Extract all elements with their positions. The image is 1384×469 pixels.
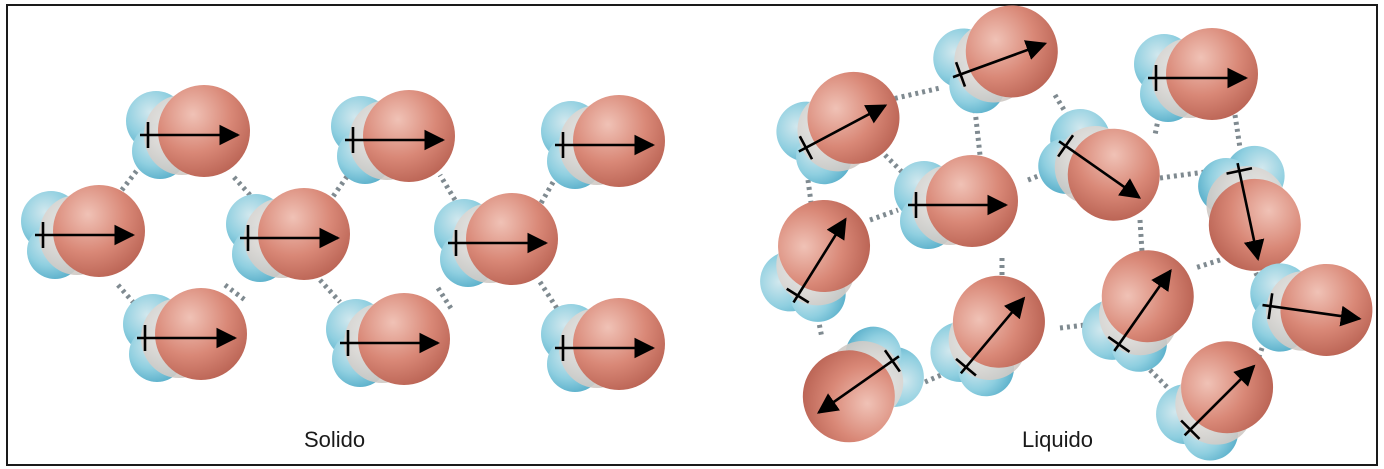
water-molecule-liquid-10 bbox=[1250, 263, 1373, 356]
oxygen-atom bbox=[155, 288, 247, 380]
dipole-arrow-icon bbox=[448, 230, 549, 256]
water-molecule-solid-8 bbox=[326, 293, 450, 387]
water-molecule-liquid-12 bbox=[1156, 341, 1274, 461]
water-molecule-liquid-8 bbox=[930, 275, 1045, 397]
dipole-arrow-icon bbox=[1180, 364, 1256, 440]
oxygen-atom bbox=[807, 71, 900, 164]
hydrogen-bond-line bbox=[230, 173, 252, 197]
dipole-arrow-icon bbox=[1057, 134, 1142, 199]
hydrogen-bond-line bbox=[887, 85, 941, 103]
oxygen-atom bbox=[1166, 28, 1258, 120]
oxygen-atom bbox=[965, 5, 1058, 98]
dipole-arrow-icon bbox=[555, 335, 656, 361]
dipole-arrow-icon bbox=[952, 40, 1048, 88]
hydrogen-bond-line bbox=[1255, 347, 1265, 361]
water-molecule-liquid-11 bbox=[802, 326, 924, 443]
hydrogen-bond-line bbox=[1194, 257, 1221, 271]
dipole-arrow-icon bbox=[137, 325, 238, 351]
dipole-arrow-icon bbox=[1107, 268, 1172, 353]
water-molecule-solid-2 bbox=[331, 90, 455, 184]
dipole-arrow-icon bbox=[816, 349, 901, 414]
dipole-arrow-icon bbox=[1226, 162, 1265, 261]
water-molecule-solid-3 bbox=[541, 95, 665, 189]
hydrogen-bond-line bbox=[815, 317, 825, 339]
water-molecule-solid-6 bbox=[434, 193, 558, 287]
water-molecule-solid-1 bbox=[126, 85, 250, 179]
water-molecule-liquid-1 bbox=[776, 71, 900, 185]
oxygen-atom bbox=[1208, 178, 1301, 271]
molecules-solid bbox=[21, 85, 665, 392]
dipole-arrow-icon bbox=[345, 127, 446, 153]
hydrogen-bond-line bbox=[116, 283, 142, 312]
water-molecule-liquid-5 bbox=[1038, 109, 1160, 221]
oxygen-atom bbox=[358, 293, 450, 385]
oxygen-atom bbox=[258, 188, 350, 280]
water-molecule-liquid-9 bbox=[1082, 250, 1194, 372]
hydrogen-bond-line bbox=[972, 109, 983, 156]
hydrogen-bond-line bbox=[318, 278, 342, 304]
dipole-arrow-icon bbox=[1148, 65, 1249, 91]
oxygen-atom bbox=[778, 200, 871, 293]
dipole-arrow-icon bbox=[555, 132, 656, 158]
hydrogen-bond-line bbox=[1137, 219, 1145, 253]
water-molecule-liquid-2 bbox=[933, 5, 1058, 114]
water-molecule-liquid-3 bbox=[1134, 28, 1258, 122]
dipole-arrow-icon bbox=[35, 222, 136, 248]
hydrogen-bond-line bbox=[1059, 322, 1086, 331]
molecules-liquid bbox=[760, 5, 1373, 461]
dipole-arrow-icon bbox=[786, 217, 847, 304]
hydrogen-bond-line bbox=[1148, 368, 1172, 392]
oxygen-atom bbox=[1181, 341, 1274, 434]
figure-frame bbox=[6, 4, 1378, 466]
oxygen-atom bbox=[573, 298, 665, 390]
dipole-arrow-icon bbox=[240, 225, 341, 251]
dipole-arrow-icon bbox=[955, 296, 1026, 377]
hydrogen-bond-line bbox=[1159, 169, 1206, 181]
oxygen-atom bbox=[158, 85, 250, 177]
hydrogen-bond-line bbox=[437, 173, 458, 202]
oxygen-atom bbox=[1280, 263, 1373, 356]
oxygen-atom bbox=[926, 155, 1018, 247]
water-molecule-liquid-4 bbox=[894, 155, 1018, 249]
water-molecule-liquid-6 bbox=[1198, 145, 1301, 271]
dipole-arrow-icon bbox=[798, 104, 888, 160]
dipole-arrow-icon bbox=[1262, 293, 1362, 327]
dipole-arrow-icon bbox=[908, 192, 1009, 218]
oxygen-atom bbox=[802, 350, 895, 443]
hydrogen-bond-line bbox=[1152, 109, 1163, 136]
hydrogen-bond-line bbox=[869, 207, 899, 223]
water-molecule-solid-4 bbox=[21, 185, 145, 279]
water-molecule-liquid-7 bbox=[760, 200, 871, 322]
oxygen-atom bbox=[53, 185, 145, 277]
hydrogen-bond-line bbox=[435, 286, 455, 312]
dipole-arrow-icon bbox=[340, 330, 441, 356]
water-molecule-solid-5 bbox=[226, 188, 350, 282]
hydrogen-bond-line bbox=[805, 179, 815, 211]
liquid-panel-label: Liquido bbox=[1022, 427, 1093, 452]
water-molecule-solid-7 bbox=[123, 288, 247, 382]
water-molecule-solid-9 bbox=[541, 298, 665, 392]
hydrogen-bond-line bbox=[537, 280, 561, 312]
hydrogen-bond-line bbox=[1232, 114, 1243, 149]
oxygen-atom bbox=[573, 95, 665, 187]
dipole-arrow-icon bbox=[140, 122, 241, 148]
oxygen-atom bbox=[363, 90, 455, 182]
oxygen-atom bbox=[466, 193, 558, 285]
solid-panel-label: Solido bbox=[304, 427, 366, 452]
